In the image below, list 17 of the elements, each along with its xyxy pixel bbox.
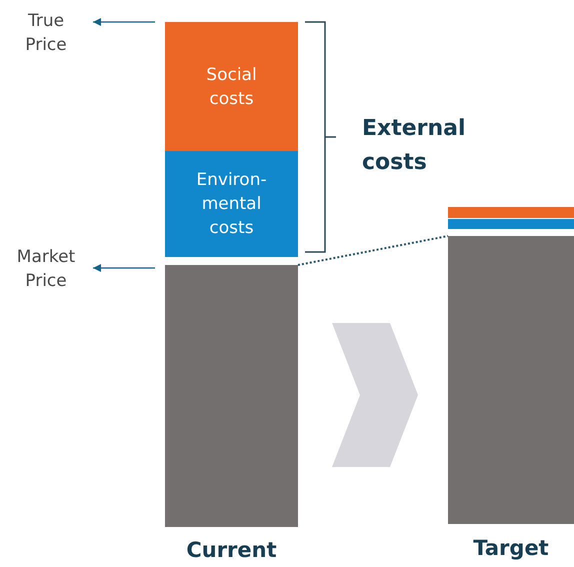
arrow: [93, 18, 155, 26]
chevron-arrow: [332, 323, 418, 467]
column-label: Target: [472, 536, 550, 560]
dotted-connector: [298, 235, 448, 266]
column-label: Current: [185, 538, 278, 562]
price-label: True Price: [24, 10, 68, 57]
cost-bar-segment: [448, 207, 574, 218]
cost-bar-segment: [448, 219, 574, 229]
bracket-label: External costs: [362, 115, 467, 177]
segment-label: Environ-mental costs: [196, 169, 268, 240]
price-bar: [165, 265, 298, 527]
segment-label: Social costs: [205, 64, 258, 110]
arrow: [93, 264, 155, 272]
price-label: Market Price: [16, 246, 76, 293]
cost-bar-segment: [165, 151, 298, 257]
price-bar: [448, 236, 574, 524]
cost-bar-segment: [165, 22, 298, 151]
